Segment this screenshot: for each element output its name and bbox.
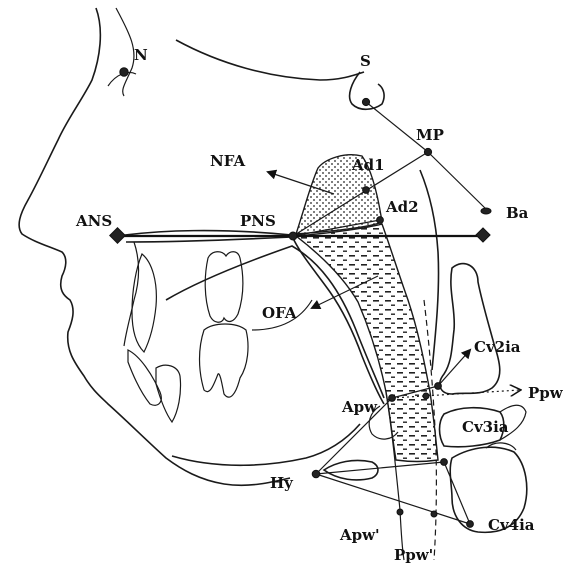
oropharyngeal-airway [296,224,438,462]
label-cv2ia: Cv2ia [474,338,521,356]
point-apw [389,395,396,402]
label-ba: Ba [506,204,529,222]
nasal-contour [116,8,134,96]
label-nfa: NFA [210,152,245,170]
point-posterior-palatal-end [476,228,490,242]
label-s: S [360,52,371,70]
point-s [362,98,369,105]
cv3ia-cv4ia-line [444,462,470,524]
maxilla-alveolar-contour [124,242,139,346]
label-ad2: Ad2 [385,198,419,216]
point-ad1 [363,187,370,194]
posterior-pharynx-contour [420,170,439,370]
label-n: N [134,46,148,64]
point-ans [110,228,126,244]
label-ans: ANS [75,212,112,230]
point-ad2 [377,217,384,224]
hy-cv4ia-line [316,474,470,524]
label-cv3ia: Cv3ia [462,418,509,436]
point-apw-prime [397,509,403,515]
label-pns: PNS [240,212,276,230]
label-mp: MP [416,126,444,144]
label-apw: Apw [341,398,378,416]
point-pns [289,232,297,240]
lower-molar [200,324,249,397]
cranial-base-contour [176,40,364,80]
label-hy: Hy [270,474,294,492]
point-ba [481,208,491,214]
label-ofa: OFA [262,304,297,322]
point-mp [424,148,431,155]
lower-premolar [156,365,181,422]
point-cv3ia [441,459,448,466]
label-ad1: Ad1 [351,156,385,174]
cv2ia-arrow [438,350,470,386]
point-ppw-prime [431,511,437,517]
point-hy [312,470,320,478]
label-cv4ia: Cv4ia [488,516,535,534]
mandible-lower-border [172,424,360,465]
label-apw-prime: Apw' [339,526,380,544]
point-ppw [423,393,429,399]
label-ppw: Ppw [528,384,564,402]
point-cv2ia [435,383,442,390]
point-cv4ia [467,521,474,528]
palate-lower-contour [126,237,292,242]
point-n [120,68,128,76]
label-ppw-prime: Ppw' [394,546,433,564]
upper-incisor [132,254,156,352]
mp-ba-line [428,152,488,211]
upper-molar [205,252,243,323]
facial-profile-outline [19,8,290,485]
